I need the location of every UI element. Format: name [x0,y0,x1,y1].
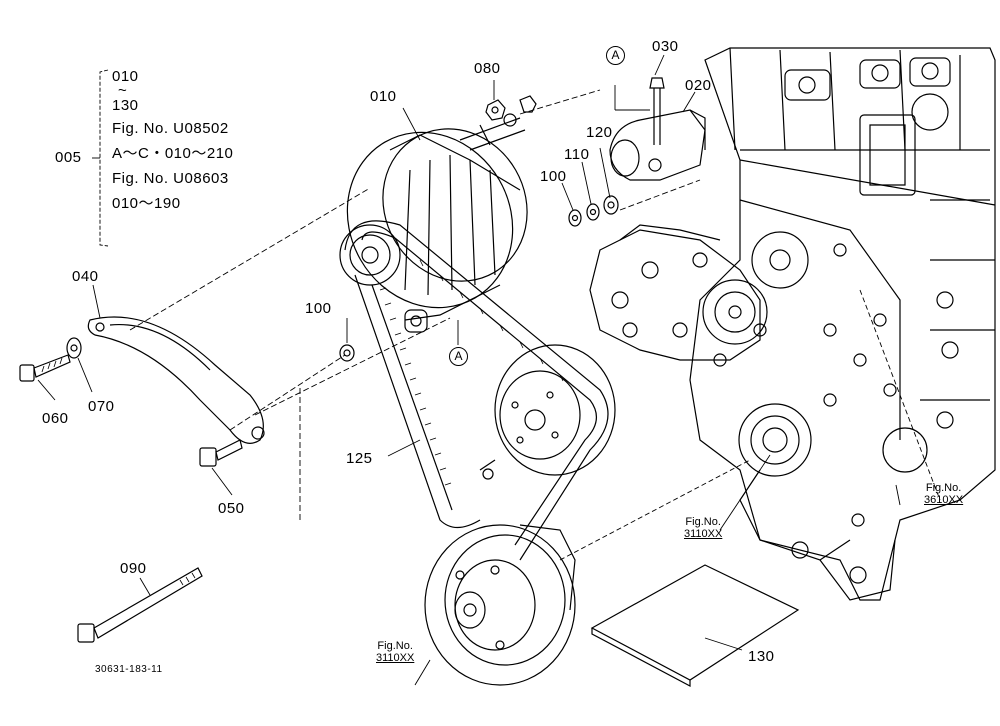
bolt-090-drawing [77,567,203,643]
bolt-050-drawing [199,439,243,467]
fig-ref-center[interactable]: Fig.No. 3110XX [684,516,722,540]
part-label-110: 110 [564,146,590,163]
group-label-005: 005 [55,149,82,166]
bolt-060-drawing [19,354,71,382]
part-label-060: 060 [42,410,69,427]
part-label-050: 050 [218,500,245,517]
part-label-090: 090 [120,560,147,577]
fig-ref-center-line-1: Fig.No. [685,516,721,528]
fig-ref-crank-pulley[interactable]: Fig.No. 3110XX [376,640,414,664]
fig-ref-crank-pulley-line-2: 3110XX [376,652,415,664]
engine-block-drawing [689,47,996,601]
group-note-line-3: 130 [112,97,139,114]
washers-110-120-drawing [568,195,619,227]
part-label-010: 010 [370,88,397,105]
group-note-line-5: A～C・010～210 [112,145,234,162]
part-label-120: 120 [586,124,613,141]
washer-070-drawing [66,337,82,359]
alternator-stay-drawing [87,316,265,444]
part-label-080: 080 [474,60,501,77]
part-label-100-left: 100 [305,300,332,317]
nut-080-drawing [485,95,537,121]
callout-a-middle: A [449,347,468,366]
diagram-id: 30631-183-11 [95,664,163,675]
group-note-line-2: ~ [118,82,128,99]
fig-ref-crank-pulley-line-1: Fig.No. [377,640,413,652]
fig-ref-right-line-1: Fig.No. [925,482,962,494]
fig-ref-right[interactable]: Fig.No. 3610XX [924,482,963,506]
crank-pulley-drawing [424,524,576,686]
part-label-130: 130 [748,648,775,665]
group-note: 010 ~ 130 Fig. No. U08502 A～C・010～210 Fi… [112,68,233,216]
fig-ref-center-line-2: 3110XX [684,528,723,540]
part-label-020: 020 [685,77,712,94]
fan-pulley-drawing [479,344,616,480]
washer-100-drawing [339,344,355,362]
part-label-040: 040 [72,268,99,285]
group-note-line-1: 010 [112,68,139,85]
fig-ref-right-line-2: 3610XX [924,494,964,506]
group-note-line-6: Fig. No. U08603 [112,170,229,187]
part-label-070: 070 [88,398,115,415]
part-label-125: 125 [346,450,373,467]
leader-lines [37,54,941,686]
group-note-line-7: 010～190 [112,195,181,212]
part-label-030: 030 [652,38,679,55]
callout-a-top: A [606,46,625,65]
instruction-sheet-130-drawing [590,564,800,687]
part-label-100-right: 100 [540,168,567,185]
water-pump-drawing [589,224,768,361]
group-note-line-4: Fig. No. U08502 [112,120,229,137]
alternator-drawing [339,113,528,333]
fan-belt-drawing [344,220,609,561]
bracket-020-drawing [609,77,706,181]
